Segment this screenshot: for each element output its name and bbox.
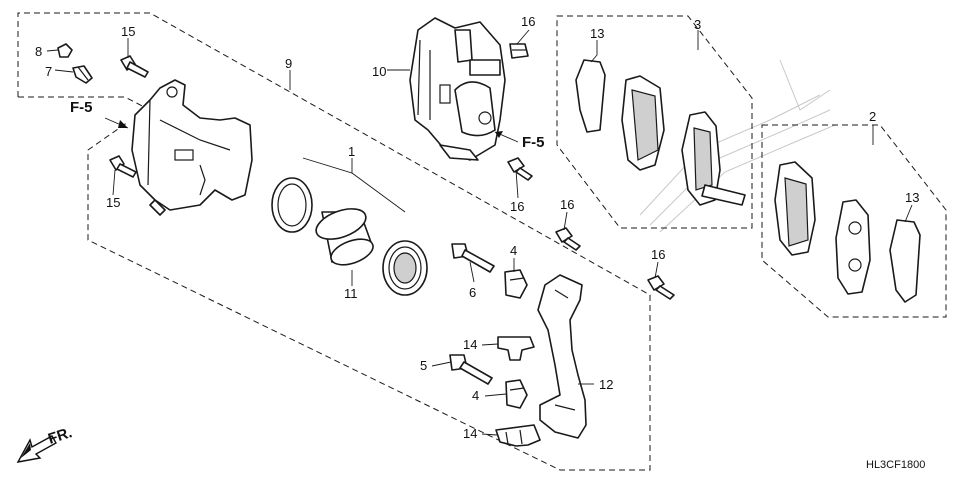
- callout-6: 6: [469, 285, 476, 300]
- callout-3: 3: [694, 17, 701, 32]
- bolt-part-16-a: [509, 43, 529, 59]
- callout-16-a: 16: [521, 14, 535, 29]
- slide-pin-part-6: [451, 243, 495, 273]
- callout-16-d: 16: [651, 247, 665, 262]
- diagram-code: HL3CF1800: [866, 459, 925, 471]
- piston-seal-part-1: [271, 177, 313, 233]
- bleeder-cap-part-8: [57, 43, 73, 58]
- caliper-bracket-part-12: [537, 274, 587, 439]
- callout-13-top: 13: [590, 26, 604, 41]
- reference-f5-left: F-5: [70, 99, 93, 116]
- bolt-part-16-c: [555, 227, 581, 251]
- callout-11: 11: [344, 286, 358, 301]
- caliper-body-part-9: [131, 79, 253, 216]
- callout-15-bottom: 15: [106, 195, 120, 210]
- caliper-assembly-outline: [17, 12, 651, 471]
- bolt-part-15-bottom: [109, 155, 137, 178]
- bolt-part-15-top: [120, 55, 149, 78]
- callout-7: 7: [45, 64, 52, 79]
- callout-14-top: 14: [463, 337, 477, 352]
- callout-12: 12: [599, 377, 613, 392]
- callout-1: 1: [348, 144, 355, 159]
- callout-14-bottom: 14: [463, 426, 477, 441]
- watermark-logo: [639, 59, 836, 233]
- callout-4-top: 4: [510, 243, 517, 258]
- callout-4-bottom: 4: [472, 388, 479, 403]
- reference-f5-right: F-5: [522, 134, 545, 151]
- f5-arrow-right-icon: [494, 131, 519, 143]
- callout-16-c: 16: [560, 197, 574, 212]
- pad-shim-part-13-bottom: [889, 219, 921, 303]
- dust-boot-part-1: [382, 240, 428, 296]
- pad-shim-part-13-top: [575, 59, 606, 133]
- front-label: FR.: [46, 424, 74, 448]
- callout-13-bottom: 13: [905, 190, 919, 205]
- callout-2: 2: [869, 109, 876, 124]
- pad-set-3-outline: [556, 15, 753, 229]
- callout-16-b: 16: [510, 199, 524, 214]
- pin-boot-part-4-top: [504, 269, 528, 299]
- pad-set-2-outline: [761, 124, 947, 318]
- brake-pad-part-2-inner: [774, 161, 816, 256]
- callout-5: 5: [420, 358, 427, 373]
- leader-lines: [46, 29, 913, 436]
- pad-clip-part-14-bottom: [495, 424, 541, 447]
- caliper-assembly-part-10: [409, 17, 506, 161]
- bleeder-screw-part-7: [72, 65, 93, 84]
- pad-clip-part-14-top: [497, 336, 535, 361]
- front-arrow-icon: [16, 435, 57, 463]
- callout-9: 9: [285, 56, 292, 71]
- brake-pad-part-2-outer: [835, 199, 871, 295]
- pin-boot-part-4-bottom: [505, 379, 528, 409]
- callout-8: 8: [35, 44, 42, 59]
- bolt-part-16-d: [647, 275, 675, 300]
- bolt-part-16-b: [507, 157, 533, 181]
- callout-10: 10: [372, 64, 386, 79]
- f5-arrow-left-icon: [104, 117, 129, 129]
- slide-pin-part-5: [449, 354, 493, 385]
- piston-part-11: [315, 208, 374, 266]
- brake-pad-part-3-inner: [621, 75, 665, 171]
- callout-15-top: 15: [121, 24, 135, 39]
- brake-pad-part-3-outer: [681, 111, 746, 206]
